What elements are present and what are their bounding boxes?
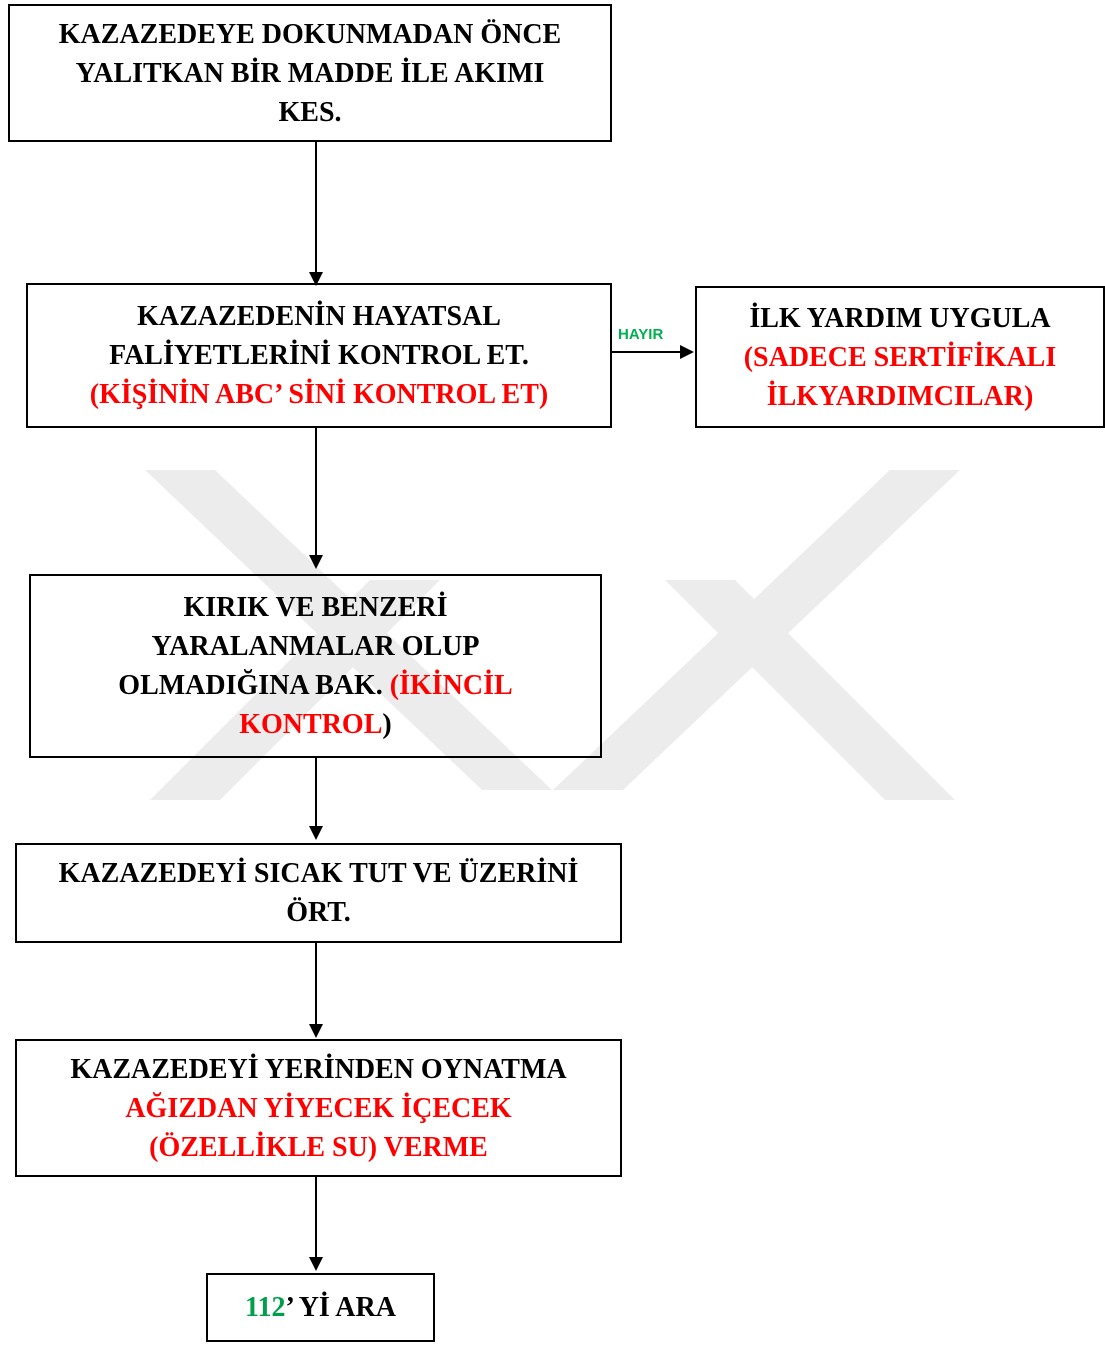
step1-line-3: KES.	[278, 96, 342, 128]
step3-line-3-note: (İKİNCİL	[389, 670, 513, 701]
watermark-stroke-right-lower	[665, 580, 955, 800]
step1-line-1: KAZAZEDEYE DOKUNMADAN ÖNCE	[58, 18, 562, 50]
step5-line-1: KAZAZEDEYİ YERİNDEN OYNATMA	[70, 1053, 567, 1085]
step3-line-2: YARALANMALAR OLUP	[151, 631, 480, 662]
step1-line-2: YALITKAN BİR MADDE İLE AKIMI	[75, 57, 545, 89]
step2-line-2: FALİYETLERİNİ KONTROL ET.	[109, 340, 529, 371]
step6-text: ’ Yİ ARA	[285, 1292, 396, 1323]
step6-box: 112’ Yİ ARA	[206, 1273, 435, 1342]
step5-red-line-2: (ÖZELLİKLE SU) VERME	[149, 1131, 488, 1163]
step3-line-3-text: OLMADIĞINA BAK.	[118, 670, 383, 701]
step6-number: 112	[245, 1292, 286, 1323]
side-title: İLK YARDIM UYGULA	[749, 302, 1051, 334]
step3-box: KIRIK VE BENZERİ YARALANMALAR OLUP OLMAD…	[29, 574, 602, 758]
step3-line-1: KIRIK VE BENZERİ	[183, 592, 448, 623]
step4-box: KAZAZEDEYİ SICAK TUT VE ÜZERİNİ ÖRT.	[15, 843, 622, 943]
step2-line-1: KAZAZEDENİN HAYATSAL	[137, 301, 501, 332]
step3-line-4-note: KONTROL	[239, 709, 383, 740]
side-box: İLK YARDIM UYGULA (SADECE SERTİFİKALI İL…	[695, 286, 1105, 428]
step5-red-line-1: AĞIZDAN YİYECEK İÇECEK	[125, 1092, 512, 1124]
step3-line-3: OLMADIĞINA BAK. (İKİNCİL	[118, 666, 512, 705]
step3-line-4: KONTROL)	[118, 705, 512, 744]
step3-line-4-paren: )	[382, 709, 392, 740]
side-note-line-1: (SADECE SERTİFİKALI	[743, 341, 1057, 373]
step6-line: 112’ Yİ ARA	[245, 1288, 396, 1327]
step4-line-1: KAZAZEDEYİ SICAK TUT VE ÜZERİNİ	[58, 858, 579, 889]
step2-note: (KİŞİNİN ABC’ SİNİ KONTROL ET)	[89, 379, 549, 410]
step5-box: KAZAZEDEYİ YERİNDEN OYNATMA AĞIZDAN YİYE…	[15, 1039, 622, 1177]
step4-line-2: ÖRT.	[286, 897, 351, 928]
step1-box: KAZAZEDEYE DOKUNMADAN ÖNCE YALITKAN BİR …	[8, 4, 612, 142]
branch-label-hayir: HAYIR	[618, 326, 664, 343]
side-note-line-2: İLKYARDIMCILAR)	[766, 380, 1034, 412]
watermark-stroke-left-lower	[150, 580, 440, 800]
step2-box: KAZAZEDENİN HAYATSAL FALİYETLERİNİ KONTR…	[26, 283, 612, 428]
